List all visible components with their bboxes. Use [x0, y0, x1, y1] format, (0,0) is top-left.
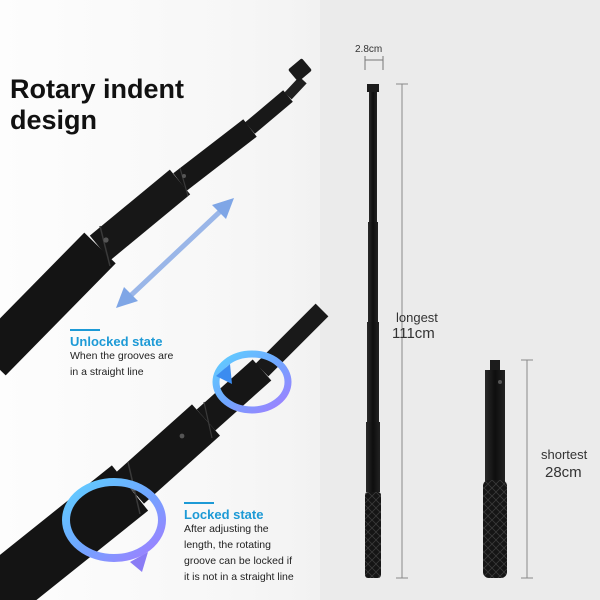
locked-desc-line-4: it is not in a straight line	[184, 571, 294, 583]
diameter-label: 2.8cm	[355, 44, 383, 55]
shortest-value: 28cm	[545, 464, 582, 481]
unlocked-description: When the grooves are in a straight line	[70, 348, 173, 380]
shortest-dimension-line	[521, 359, 533, 579]
longest-value: 111cm	[392, 325, 435, 342]
unlocked-accent-bar	[70, 329, 100, 331]
extended-pole	[365, 84, 381, 578]
collapsed-pole	[483, 360, 507, 578]
unlocked-desc-line-2: in a straight line	[70, 366, 144, 378]
longest-dimension-line	[396, 83, 408, 579]
locked-accent-bar	[184, 502, 214, 504]
rotate-ring-icon-upper	[212, 350, 292, 414]
locked-desc-line-1: After adjusting the	[184, 523, 269, 535]
headline: Rotary indent design	[10, 74, 270, 136]
locked-description: After adjusting the length, the rotating…	[184, 521, 294, 585]
locked-desc-line-3: groove can be locked if	[184, 555, 292, 567]
headline-line-2: design	[10, 105, 98, 135]
longest-label: longest	[396, 310, 438, 325]
unlocked-title: Unlocked state	[70, 334, 163, 349]
rotate-ring-icon-lower	[62, 478, 166, 572]
unlocked-desc-line-1: When the grooves are	[70, 350, 174, 362]
shortest-label: shortest	[541, 447, 588, 462]
headline-line-1: Rotary indent	[10, 74, 185, 104]
extend-arrow-icon	[116, 198, 234, 308]
locked-title: Locked state	[184, 507, 264, 522]
upper-pole	[0, 58, 312, 376]
locked-desc-line-2: length, the rotating	[184, 539, 271, 551]
diameter-dimension-line	[364, 56, 384, 70]
